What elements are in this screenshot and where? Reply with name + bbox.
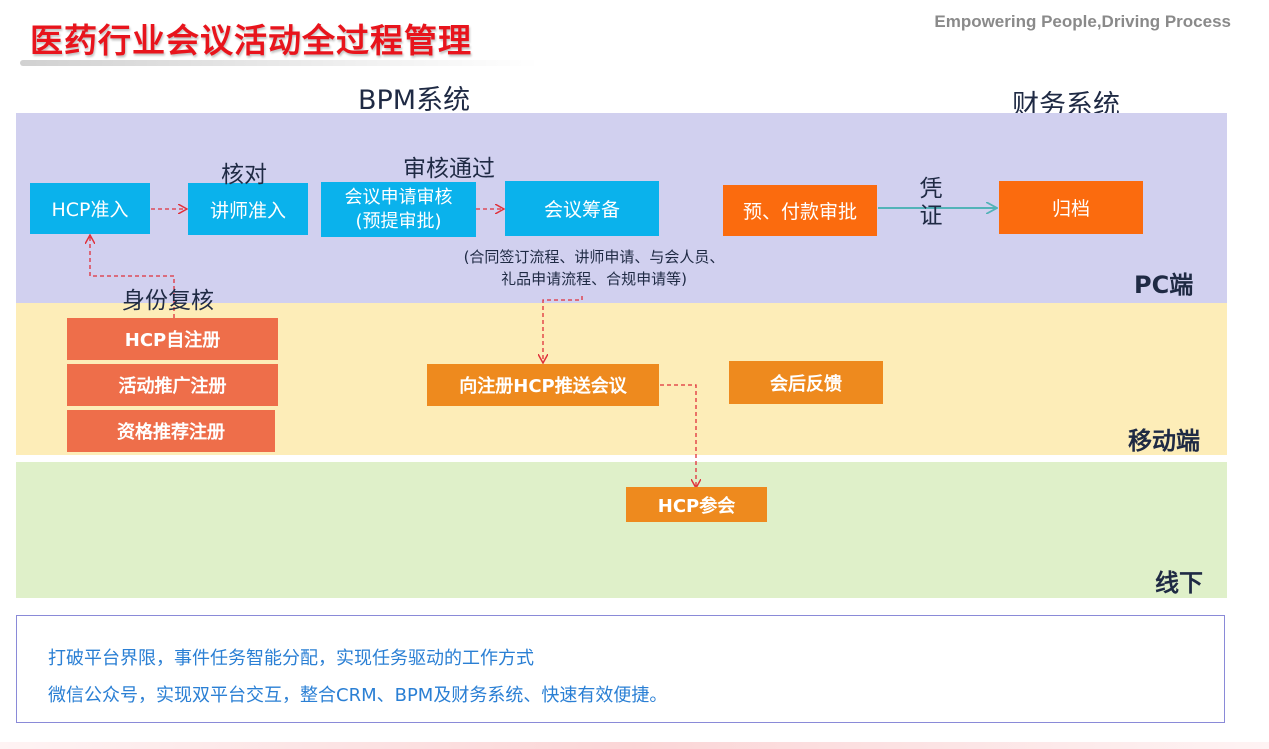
description-line1: 打破平台界限，事件任务智能分配，实现任务驱动的工作方式 xyxy=(48,648,534,669)
description-box: 打破平台界限，事件任务智能分配，实现任务驱动的工作方式 微信公众号，实现双平台交… xyxy=(16,615,1225,723)
voucher-label: 凭 证 xyxy=(919,176,943,229)
page-title: 医药行业会议活动全过程管理 xyxy=(30,21,472,60)
bpm-system-label: BPM系统 xyxy=(358,85,471,116)
arrow-identity-review xyxy=(90,236,175,318)
approved-label: 审核通过 xyxy=(403,156,495,182)
description-line2: 微信公众号，实现双平台交互，整合CRM、BPM及财务系统、快速有效便捷。 xyxy=(48,685,668,706)
arrow-prep-to-push xyxy=(543,296,583,362)
offline-band-label: 线下 xyxy=(1155,569,1203,597)
meeting-apply-line2: (预提审批) xyxy=(355,210,442,232)
verify-label: 核对 xyxy=(221,162,267,188)
meeting-apply-line1: 会议申请审核 xyxy=(344,186,453,208)
identity-review-label: 身份复核 xyxy=(122,288,214,314)
hcp-admission-box: HCP准入 xyxy=(30,183,150,234)
offline-band xyxy=(16,462,1227,598)
meeting-prep-box: 会议筹备 xyxy=(505,181,659,236)
mobile-band-label: 移动端 xyxy=(1128,427,1200,455)
prep-note-line2: 礼品申请流程、合规申请等) xyxy=(501,270,687,288)
prep-note: (合同签订流程、讲师申请、与会人员、 礼品申请流程、合规申请等) xyxy=(432,246,756,290)
prep-note-line1: (合同签订流程、讲师申请、与会人员、 xyxy=(463,248,725,266)
arrow-push-to-attend xyxy=(660,384,696,487)
push-meeting-box: 向注册HCP推送会议 xyxy=(427,364,659,406)
title-underline xyxy=(20,60,540,66)
promo-register-box: 活动推广注册 xyxy=(67,364,278,406)
archive-box: 归档 xyxy=(999,181,1143,234)
feedback-box: 会后反馈 xyxy=(729,361,883,404)
pc-band-label: PC端 xyxy=(1134,271,1194,299)
tagline: Empowering People,Driving Process xyxy=(934,12,1231,31)
meeting-apply-box: 会议申请审核 (预提审批) xyxy=(321,182,476,237)
hcp-self-register-box: HCP自注册 xyxy=(67,318,278,360)
hcp-attend-box: HCP参会 xyxy=(626,487,767,522)
payment-approval-box: 预、付款审批 xyxy=(723,185,877,236)
qualify-register-box: 资格推荐注册 xyxy=(67,410,275,452)
bottom-strip xyxy=(0,742,1269,749)
speaker-admission-box: 讲师准入 xyxy=(188,183,308,235)
